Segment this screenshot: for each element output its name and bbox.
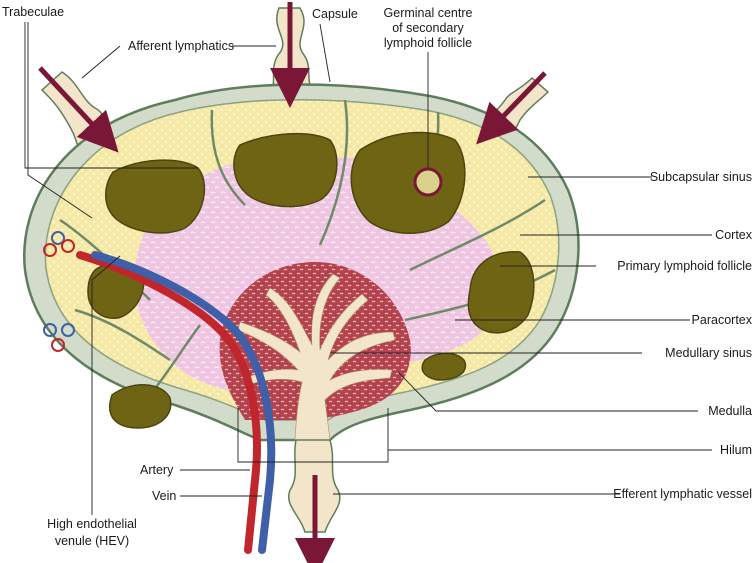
svg-text:Trabeculae: Trabeculae bbox=[2, 5, 64, 19]
svg-text:Efferent lymphatic vessel: Efferent lymphatic vessel bbox=[613, 487, 752, 501]
label-hilum: Hilum bbox=[237, 408, 752, 463]
label-capsule: Capsule bbox=[312, 7, 358, 83]
vein bbox=[91, 251, 276, 554]
svg-text:Capsule: Capsule bbox=[312, 7, 358, 21]
label-afferent-lymphatics: Afferent lymphatics bbox=[81, 39, 276, 79]
label-medulla: Medulla bbox=[397, 371, 752, 418]
label-medullary-sinus: Medullary sinus bbox=[330, 346, 752, 360]
label-vein: Vein bbox=[152, 489, 262, 503]
germinal-centre bbox=[413, 167, 443, 197]
medullary-sinus bbox=[237, 273, 396, 441]
svg-text:Vein: Vein bbox=[152, 489, 176, 503]
svg-text:High endothelial: High endothelial bbox=[47, 517, 137, 531]
artery bbox=[76, 251, 261, 554]
svg-text:Afferent lymphatics: Afferent lymphatics bbox=[128, 39, 234, 53]
svg-text:of secondary: of secondary bbox=[392, 21, 464, 35]
label-artery: Artery bbox=[140, 463, 250, 477]
hev-capillaries bbox=[43, 231, 75, 352]
svg-text:Medullary sinus: Medullary sinus bbox=[665, 346, 752, 360]
label-cortex: Cortex bbox=[520, 228, 753, 242]
svg-text:Paracortex: Paracortex bbox=[692, 313, 753, 327]
follicle-1 bbox=[105, 159, 206, 234]
follicle-6 bbox=[109, 384, 172, 429]
svg-text:Artery: Artery bbox=[140, 463, 174, 477]
svg-text:Medulla: Medulla bbox=[708, 404, 752, 418]
label-efferent-lymphatic-vessel: Efferent lymphatic vessel bbox=[333, 487, 752, 501]
label-hev: High endothelial venule (HEV) bbox=[47, 255, 137, 548]
svg-text:Germinal centre: Germinal centre bbox=[384, 6, 473, 20]
svg-text:lymphoid follicle: lymphoid follicle bbox=[384, 36, 472, 50]
label-trabeculae: Trabeculae bbox=[2, 5, 198, 219]
label-subcapsular-sinus: Subcapsular sinus bbox=[528, 170, 752, 184]
follicle-7 bbox=[421, 352, 467, 381]
svg-text:Primary lymphoid follicle: Primary lymphoid follicle bbox=[617, 259, 752, 273]
svg-text:Subcapsular sinus: Subcapsular sinus bbox=[650, 170, 752, 184]
follicle-3-secondary bbox=[350, 131, 466, 234]
follicle-2 bbox=[233, 132, 338, 208]
flow-arrows bbox=[38, 2, 547, 563]
label-paracortex: Paracortex bbox=[455, 313, 753, 327]
label-primary-lymphoid-follicle: Primary lymphoid follicle bbox=[500, 259, 752, 273]
follicle-4-primary bbox=[467, 251, 535, 334]
svg-text:venule (HEV): venule (HEV) bbox=[55, 534, 129, 548]
label-germinal-centre: Germinal centre of secondary lymphoid fo… bbox=[384, 6, 473, 168]
svg-text:Hilum: Hilum bbox=[720, 443, 752, 457]
svg-text:Cortex: Cortex bbox=[715, 228, 753, 242]
